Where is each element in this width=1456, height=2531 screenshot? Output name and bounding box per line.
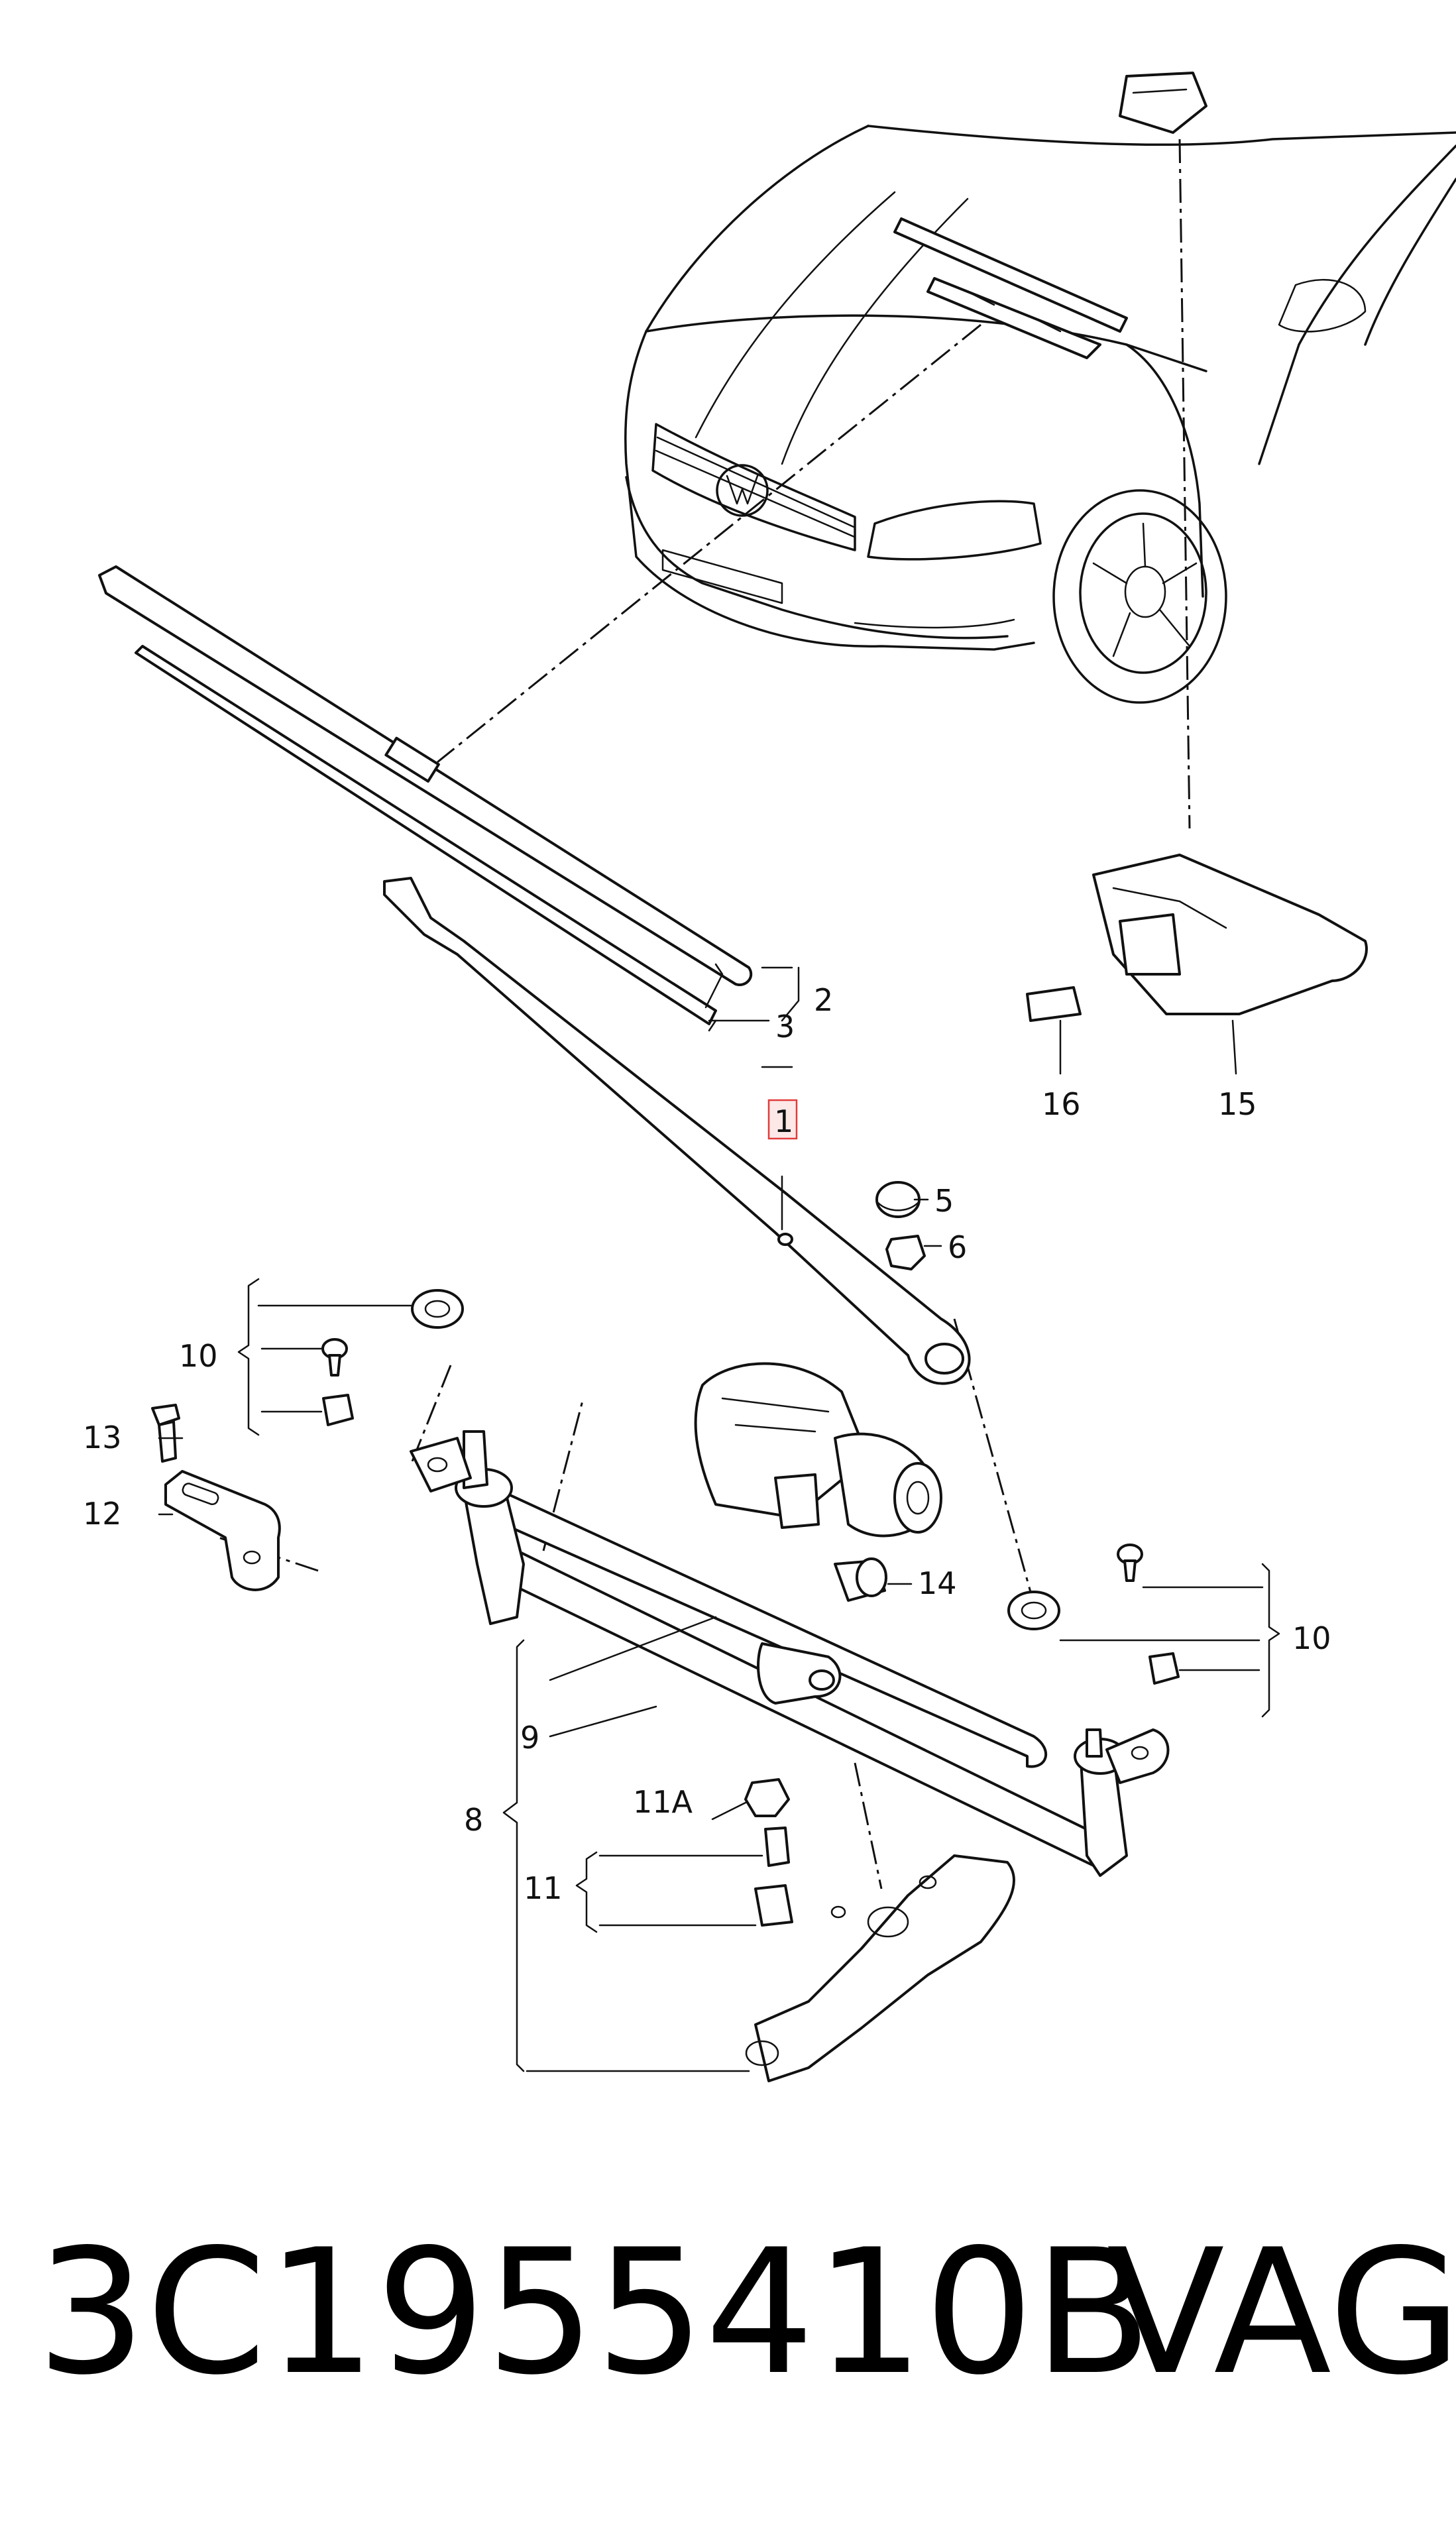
part-number: 3C1955410B (36, 2213, 1152, 2413)
wiper-motor (694, 1362, 942, 1602)
cap-and-nut (875, 1181, 926, 1270)
fasteners (151, 1289, 1180, 1685)
brand: VAG (1107, 2213, 1456, 2413)
callout-lines (158, 963, 1280, 2072)
mounting-plate (744, 1778, 1015, 2082)
callout-15: 15 (1218, 1086, 1257, 1122)
callout-10-right: 10 (1292, 1620, 1331, 1656)
callout-12: 12 (83, 1496, 122, 1532)
car-front-illustration (624, 125, 1456, 704)
callout-11a: 11A (633, 1784, 693, 1820)
callout-5: 5 (934, 1183, 954, 1219)
callout-8: 8 (464, 1802, 483, 1838)
callout-1: 1 (774, 1103, 793, 1139)
wiper-linkage (410, 1430, 1170, 1877)
callout-6: 6 (948, 1229, 967, 1265)
callout-9: 9 (520, 1720, 539, 1756)
callout-1-highlight (767, 1099, 798, 1140)
callout-14: 14 (918, 1565, 957, 1601)
callout-labels: 1 2 3 5 6 8 9 10 10 11 11A 12 13 14 15 1… (83, 982, 1331, 1906)
callout-10-left: 10 (179, 1338, 218, 1374)
callout-13: 13 (83, 1420, 122, 1455)
callout-16: 16 (1042, 1086, 1081, 1122)
sensor-module (1026, 72, 1368, 1022)
callout-11: 11 (524, 1870, 563, 1906)
callout-2: 2 (814, 982, 833, 1018)
wiper-arm (383, 877, 971, 1385)
callout-3: 3 (775, 1009, 795, 1044)
wiper-blade (98, 565, 753, 1025)
